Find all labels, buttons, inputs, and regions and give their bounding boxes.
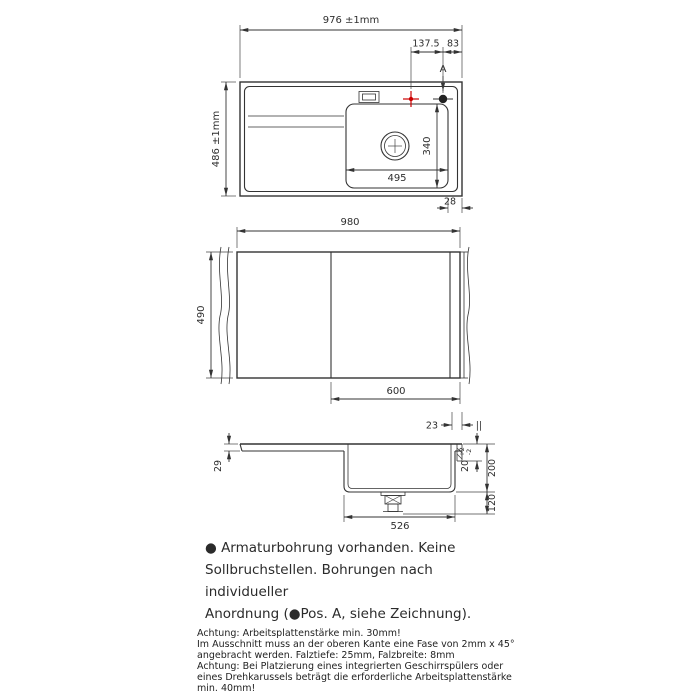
dim-edge-band: 23 ||	[426, 412, 482, 432]
pos-a-hole	[433, 94, 453, 104]
fine-print-line-2: Im Ausschnitt muss an der oberen Kante e…	[197, 639, 515, 650]
edge-band-parallel-marks: ||	[476, 421, 482, 432]
fine-print-line-4: Achtung: Bei Platzierung eines integrier…	[197, 661, 504, 672]
sink-outline	[239, 81, 463, 197]
main-note-line-2: Sollbruchstellen. Bohrungen nach individ…	[205, 562, 433, 600]
main-note-line-3: Anordnung (●Pos. A, siehe Zeichnung).	[205, 606, 472, 622]
dim-label-edge-band: 23	[426, 421, 438, 432]
overflow-hole	[358, 91, 380, 103]
dim-label-front-edge: 29	[213, 460, 224, 472]
dim-cutout-depth: 490	[196, 251, 233, 379]
dim-label-drain-clearance: 120	[487, 494, 498, 512]
dim-hole-position: 137.5 83	[410, 39, 463, 93]
dim-label-hole-offset: 137.5	[412, 39, 439, 50]
bowl-outline	[345, 103, 449, 189]
dim-cutout-width: 980	[236, 217, 461, 248]
dim-label-cutout-width: 980	[340, 217, 359, 228]
dim-label-overall-depth: 486 ±1mm	[211, 111, 222, 168]
falz-edge-detail	[456, 444, 463, 462]
dim-label-bowl-zone: 600	[386, 386, 405, 397]
dim-label-corner: 28	[444, 197, 456, 208]
dim-label-bowl-depth: 340	[422, 136, 433, 155]
dim-label-cutout-depth: 490	[196, 305, 207, 324]
faucet-hole-marker	[403, 91, 419, 107]
drain-circle	[380, 131, 410, 161]
sink-rim	[243, 85, 459, 193]
dim-bowl-bottom-width: 526	[343, 495, 456, 532]
dim-bowl-depth: 340	[422, 104, 440, 188]
main-note: ● Armaturbohrung vorhanden. Keine Sollbr…	[205, 537, 505, 625]
fine-print-line-3: angebracht werden. Falztiefe: 25mm, Falz…	[197, 650, 455, 661]
fine-print-line-6: min. 40mm!	[197, 683, 256, 694]
section-view: 29 20 +2 -2 200 120	[213, 433, 498, 532]
dim-label-total-depth: 200	[487, 459, 498, 477]
dim-corner-offset: 28	[437, 197, 473, 213]
fine-print: Achtung: Arbeitsplattenstärke min. 30mm!…	[197, 628, 557, 694]
fine-print-line-5: eines Drehkarussels beträgt die erforder…	[197, 672, 512, 683]
dim-drain-clearance: 120	[403, 491, 498, 515]
countertop-right-band	[460, 246, 471, 385]
drainboard-grooves	[248, 115, 344, 128]
dim-label-falz-minus: -2	[465, 449, 473, 455]
dim-label-falz: 20	[460, 460, 471, 472]
dim-label-hole-edge: 83	[447, 39, 459, 50]
dim-label-bowl-bottom: 526	[390, 521, 409, 532]
fine-print-line-1: Achtung: Arbeitsplattenstärke min. 30mm!	[197, 628, 401, 639]
sink-drawing: A 976 ±1mm 137.5 83	[196, 15, 498, 532]
dim-overall-depth: 486 ±1mm	[211, 81, 236, 197]
dim-bowl-zone: 600	[330, 382, 461, 404]
bowl-outer-wall	[343, 451, 456, 493]
dim-label-falz-plus: +2	[458, 447, 466, 457]
dim-bowl-width: 495	[345, 167, 449, 184]
cutout-view: 980 490 600 23 ||	[196, 217, 482, 432]
dim-label-overall-width: 976 ±1mm	[323, 15, 380, 26]
dim-falz-depth: 20 +2 -2	[458, 433, 482, 472]
dim-label-bowl-width: 495	[387, 173, 406, 184]
drain-fitting	[380, 491, 406, 512]
top-view: A 976 ±1mm 137.5 83	[211, 15, 473, 213]
countertop-left-break	[218, 246, 231, 385]
main-note-line-1: ● Armaturbohrung vorhanden. Keine	[205, 540, 456, 556]
cutout-outline	[236, 251, 461, 379]
rim-slab	[239, 443, 462, 452]
bowl-inner-wall	[347, 444, 452, 489]
dim-front-edge: 29	[213, 433, 240, 472]
